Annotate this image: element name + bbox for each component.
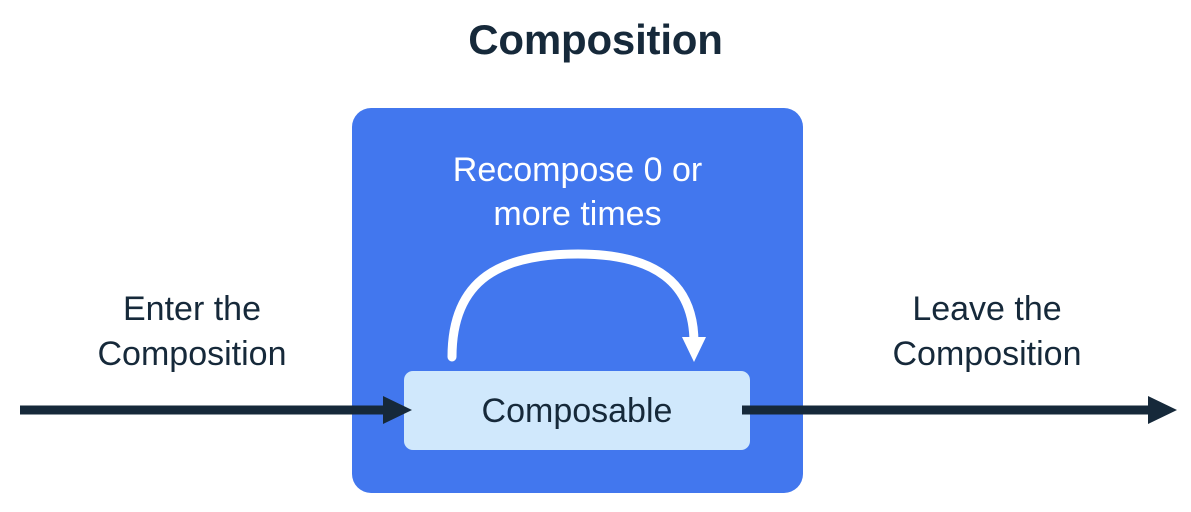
leave-caption-line-2: Composition: [892, 334, 1082, 373]
enter-caption-line-2: Composition: [97, 334, 287, 373]
recompose-caption-line-1: Recompose 0 or: [452, 151, 703, 189]
leave-caption-line-1: Leave the: [912, 290, 1062, 328]
composable-label: Composable: [481, 391, 673, 430]
enter-composition-caption: Enter the Composition: [45, 287, 339, 377]
leave-composition-caption: Leave the Composition: [840, 287, 1134, 377]
recompose-caption: Recompose 0 or more times: [352, 148, 803, 236]
recompose-caption-line-2: more times: [493, 195, 662, 234]
page-title: Composition: [468, 16, 723, 63]
composable-node: Composable: [404, 371, 750, 450]
enter-caption-line-1: Enter the: [123, 290, 261, 328]
recompose-loop-arrow-icon: [447, 249, 706, 362]
enter-flow-arrow-icon: [20, 396, 412, 424]
leave-flow-arrow-icon: [742, 396, 1177, 424]
